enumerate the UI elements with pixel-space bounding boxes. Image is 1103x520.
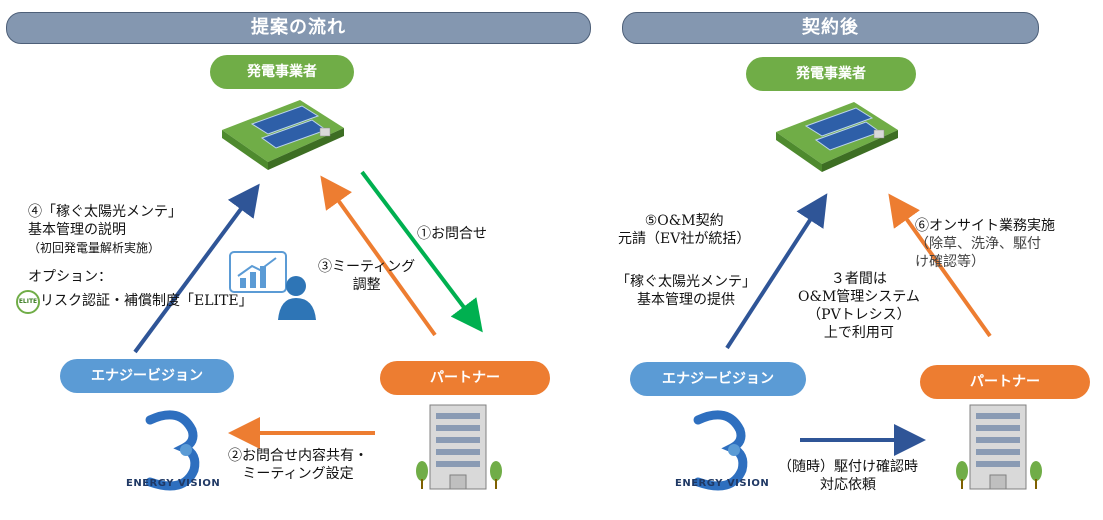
step2-label: ②お問合せ内容共有・ ミーティング設定 bbox=[228, 448, 368, 482]
owner-pill: 発電事業者 bbox=[746, 57, 916, 91]
elite-badge-icon: ELITE bbox=[16, 290, 40, 314]
basic-management-label: 「稼ぐ太陽光メンテ」 基本管理の提供 bbox=[616, 274, 756, 308]
energy-vision-logo bbox=[693, 410, 748, 491]
energy-vision-pill: エナジービジョン bbox=[630, 362, 806, 396]
solar-farm-icon bbox=[776, 102, 898, 172]
owner-pill: 発電事業者 bbox=[210, 55, 354, 89]
step3-label: ③ミーティング 調整 bbox=[318, 259, 416, 293]
solar-farm-icon bbox=[222, 100, 344, 170]
partner-pill: パートナー bbox=[920, 365, 1090, 399]
system-label: ３者間は O&M管理システム （PVトレシス） 上で利用可 bbox=[798, 271, 920, 341]
left-section-header: 提案の流れ bbox=[6, 12, 591, 44]
arrow-step6 bbox=[888, 193, 992, 338]
right-section-header: 契約後 bbox=[622, 12, 1039, 44]
step6-label: ⑥オンサイト業務実施 （除草、洗浄、駆付 け確認等） bbox=[915, 218, 1055, 270]
energy-vision-pill: エナジービジョン bbox=[60, 359, 234, 393]
step1-label: ①お問合せ bbox=[417, 226, 487, 242]
presentation-icon bbox=[229, 251, 316, 320]
partner-pill: パートナー bbox=[380, 361, 550, 395]
energy-vision-logo bbox=[145, 410, 200, 491]
arrow-step1 bbox=[360, 170, 483, 333]
step5-label: ⑤O&M契約 元請（EV社が統括） bbox=[618, 213, 751, 247]
option-text: リスク認証・補償制度「ELITE」 bbox=[40, 293, 253, 309]
arrow-step3 bbox=[320, 175, 437, 337]
arrow-step5 bbox=[725, 193, 828, 350]
energy-vision-logo-text: ENERGY VISION bbox=[675, 478, 770, 489]
request-label: （随時）駆付け確認時 対応依頼 bbox=[778, 459, 918, 493]
office-building-icon bbox=[416, 404, 502, 490]
step4-label: ④「稼ぐ太陽光メンテ」 基本管理の説明 （初回発電量解析実施） bbox=[28, 204, 182, 255]
office-building-icon bbox=[956, 404, 1042, 490]
arrow-step4 bbox=[133, 183, 260, 354]
energy-vision-logo-text: ENERGY VISION bbox=[126, 478, 221, 489]
option-label: オプション： bbox=[28, 269, 112, 285]
